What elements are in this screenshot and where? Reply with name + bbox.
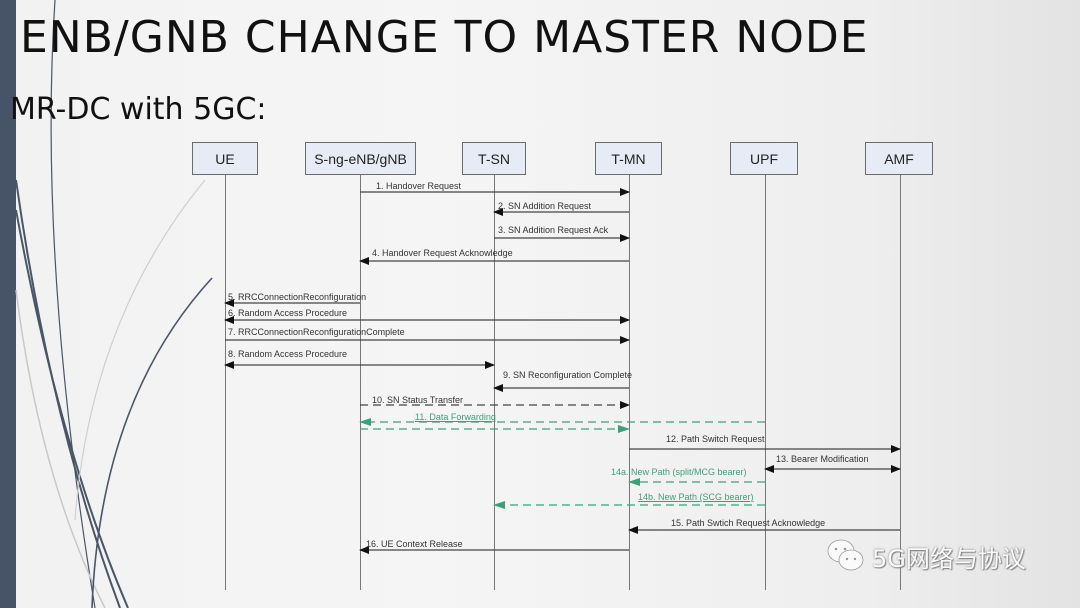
- lifeline-t-sn: [494, 175, 495, 590]
- message-label-16: 16. UE Context Release: [366, 539, 463, 549]
- message-label-5: 5. RRCConnectionReconfiguration: [228, 292, 367, 302]
- node-upf: UPF: [730, 142, 798, 175]
- node-source-ng-enb-gnb: S-ng-eNB/gNB: [305, 142, 416, 175]
- slide-subtitle: MR-DC with 5GC:: [10, 92, 267, 127]
- node-t-sn: T-SN: [462, 142, 526, 175]
- watermark: 5G网络与协议: [826, 538, 1026, 574]
- message-label-14b: 14b. New Path (SCG bearer): [638, 492, 754, 502]
- node-amf: AMF: [865, 142, 933, 175]
- lifeline-upf: [765, 175, 766, 590]
- message-label-11: 11. Data Forwarding: [415, 412, 496, 422]
- message-label-13: 13. Bearer Modification: [776, 454, 869, 464]
- node-t-mn: T-MN: [595, 142, 662, 175]
- lifeline-ue: [225, 175, 226, 590]
- message-label-10: 10. SN Status Transfer: [372, 395, 464, 405]
- message-label-15: 15. Path Swtich Request Acknowledge: [671, 518, 826, 528]
- slide-title: ENB/GNB CHANGE TO MASTER NODE: [20, 12, 869, 63]
- lifeline-source-ng-enb-gnb: [360, 175, 361, 590]
- slide-sidebar-bar: [0, 0, 16, 608]
- message-label-4: 4. Handover Request Acknowledge: [372, 248, 513, 258]
- message-label-9: 9. SN Reconfiguration Complete: [503, 370, 633, 380]
- lifeline-t-mn: [629, 175, 630, 590]
- message-label-3: 3. SN Addition Request Ack: [498, 225, 609, 235]
- message-label-7: 7. RRCConnectionReconfigurationComplete: [228, 327, 405, 337]
- lifeline-amf: [900, 175, 901, 590]
- message-label-6: 6. Random Access Procedure: [228, 308, 348, 318]
- message-label-12: 12. Path Switch Request: [666, 434, 765, 444]
- message-label-2: 2. SN Addition Request: [498, 201, 592, 211]
- message-label-8: 8. Random Access Procedure: [228, 349, 348, 359]
- decorative-curves: [15, 0, 213, 608]
- node-ue: UE: [192, 142, 258, 175]
- wechat-icon: [827, 539, 864, 571]
- message-label-1: 1. Handover Request: [376, 181, 462, 191]
- watermark-text: 5G网络与协议: [872, 544, 1026, 573]
- message-label-14a: 14a. New Path (split/MCG bearer): [611, 467, 747, 477]
